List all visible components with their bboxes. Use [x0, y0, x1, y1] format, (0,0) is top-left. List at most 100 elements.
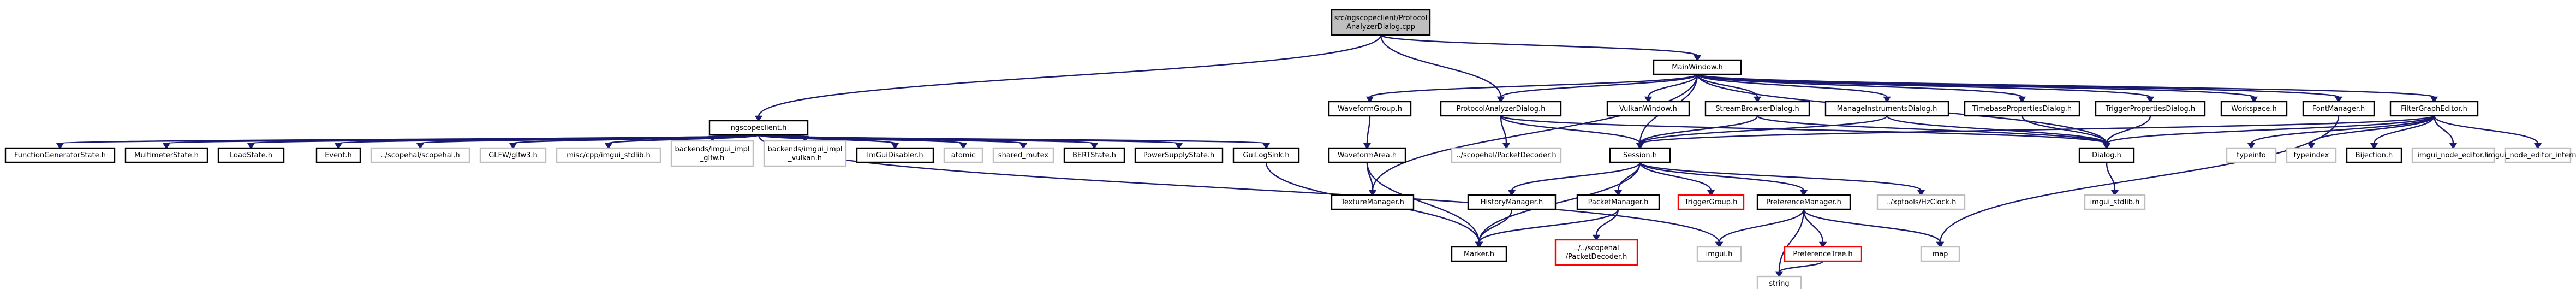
- node-bertstate[interactable]: BERTState.h: [1063, 147, 1125, 163]
- edge-line: [1939, 115, 2340, 243]
- edge-arrowhead: [1614, 190, 1623, 197]
- edge-line: [1639, 115, 1758, 144]
- edge-line: [758, 34, 1382, 117]
- node-label: ../xptools/HzClock.h: [1886, 198, 1957, 207]
- edge-arrowhead: [1365, 96, 1374, 103]
- edge-arrowhead: [2449, 143, 2458, 150]
- node-box: [479, 147, 547, 163]
- node-box: [1606, 101, 1690, 117]
- node-box: [1328, 101, 1412, 117]
- node-guilogsink[interactable]: GuiLogSink.h: [1232, 147, 1300, 163]
- node-event[interactable]: Event.h: [315, 147, 361, 163]
- edge-line: [2106, 115, 2151, 144]
- node-imguidisabler[interactable]: ImGuiDisabler.h: [856, 147, 934, 163]
- node-imgui_stdlib: imgui_stdlib.h: [2084, 194, 2146, 210]
- node-waveformarea[interactable]: WaveformArea.h: [1328, 147, 1406, 163]
- node-preftree[interactable]: PreferenceTree.h: [1784, 246, 1862, 262]
- node-mmstate[interactable]: MultimeterState.h: [124, 147, 208, 163]
- edge-arrowhead: [2430, 96, 2438, 103]
- node-mainwindow[interactable]: MainWindow.h: [1653, 59, 1742, 75]
- edge-arrowhead: [2334, 96, 2343, 103]
- node-string: string: [1756, 275, 1802, 289]
- node-manageinstruments[interactable]: ManageInstrumentsDialog.h: [1824, 101, 1949, 117]
- node-box: [708, 120, 809, 136]
- node-box: [1467, 194, 1557, 210]
- node-box: [556, 147, 661, 163]
- node-bijection[interactable]: Bijection.h: [2346, 147, 2402, 163]
- edge-arrowhead: [1775, 271, 1784, 278]
- edge-arrowhead: [1707, 190, 1715, 197]
- edge-line: [1639, 162, 1712, 191]
- node-texturemgr[interactable]: TextureManager.h: [1331, 194, 1415, 210]
- node-label: src/ngscopeclient/Protocol: [1334, 14, 1427, 22]
- node-pad_h[interactable]: ProtocolAnalyzerDialog.h: [1440, 101, 1562, 117]
- edge-arrowhead: [1917, 190, 1925, 197]
- node-filtergrapheditor[interactable]: FilterGraphEditor.h: [2389, 101, 2479, 117]
- edge-session-to-triggergroup: [1639, 162, 1715, 197]
- edge-arrowhead: [1507, 190, 1516, 197]
- node-vulkanwindow[interactable]: VulkanWindow.h: [1606, 101, 1690, 117]
- edge-arrowhead: [2018, 96, 2026, 103]
- edge-waveformgroup-to-waveformarea: [1363, 115, 1372, 150]
- edge-arrowhead: [1502, 143, 1511, 150]
- node-label: ProtocolAnalyzerDialog.h: [1457, 105, 1546, 113]
- node-dialog[interactable]: Dialog.h: [2078, 147, 2135, 163]
- node-marker[interactable]: Marker.h: [1451, 246, 1507, 262]
- edge-session-to-prefmgr: [1639, 162, 1808, 197]
- node-pd2[interactable]: ../../scopehal/PacketDecoder.h: [1554, 239, 1638, 266]
- node-label: Workspace.h: [2231, 105, 2276, 113]
- edge-streambrowser-to-session: [1636, 115, 1758, 150]
- node-fgstate[interactable]: FunctionGeneratorState.h: [4, 147, 116, 163]
- node-label: imgui_node_editor_internal.h: [2486, 151, 2576, 160]
- edge-line: [1478, 209, 1513, 243]
- node-session[interactable]: Session.h: [1609, 147, 1671, 163]
- node-box: [2220, 101, 2288, 117]
- edge-arrowhead: [1644, 96, 1653, 103]
- node-psustate[interactable]: PowerSupplyState.h: [1134, 147, 1224, 163]
- node-triggerprops[interactable]: TriggerPropertiesDialog.h: [2095, 101, 2206, 117]
- node-triggergroup[interactable]: TriggerGroup.h: [1677, 194, 1745, 210]
- edge-line: [2106, 162, 2116, 191]
- node-timebaseprops[interactable]: TimebasePropertiesDialog.h: [1964, 101, 2080, 117]
- node-prefmgr[interactable]: PreferenceManager.h: [1756, 194, 1851, 210]
- node-box: [2411, 147, 2495, 163]
- edge-line: [1369, 73, 1698, 98]
- edge-line: [2433, 115, 2539, 144]
- edge-mainwindow-to-filtergrapheditor: [1696, 73, 2438, 103]
- node-streambrowser[interactable]: StreamBrowserDialog.h: [1704, 101, 1810, 117]
- edge-arrowhead: [1799, 190, 1808, 197]
- node-label: PacketManager.h: [1588, 198, 1649, 207]
- edge-line: [2433, 115, 2454, 144]
- node-shared_mutex: shared_mutex: [992, 147, 1054, 163]
- node-root[interactable]: src/ngscopeclient/ProtocolAnalyzerDialog…: [1331, 9, 1431, 36]
- edge-line: [1803, 209, 1824, 243]
- edge-prefmgr-to-preftree: [1803, 209, 1827, 249]
- node-atomic: atomic: [943, 147, 983, 163]
- node-label: string: [1769, 280, 1789, 288]
- node-label: MainWindow.h: [1672, 63, 1722, 72]
- edge-line: [758, 134, 1267, 145]
- node-historymgr[interactable]: HistoryManager.h: [1467, 194, 1557, 210]
- node-label: ../scopehal/scopehal.h: [380, 151, 460, 160]
- node-map: map: [1920, 246, 1960, 262]
- edge-line: [1639, 162, 1805, 191]
- edge-line: [1696, 73, 2255, 98]
- node-label: atomic: [951, 151, 975, 160]
- node-workspace[interactable]: Workspace.h: [2220, 101, 2288, 117]
- node-label: VulkanWindow.h: [1619, 105, 1677, 113]
- node-bk_glfw: backends/imgui_impl_glfw.h: [670, 140, 754, 167]
- edge-line: [1366, 162, 1480, 243]
- node-packetmgr[interactable]: PacketManager.h: [1576, 194, 1660, 210]
- node-box: [1063, 147, 1125, 163]
- edge-arrowhead: [604, 143, 613, 150]
- node-waveformgroup[interactable]: WaveformGroup.h: [1328, 101, 1412, 117]
- edge-mainwindow-to-vulkanwindow: [1644, 74, 1698, 103]
- node-fontmanager[interactable]: FontManager.h: [2302, 101, 2375, 117]
- node-label: FontManager.h: [2312, 105, 2365, 113]
- node-label: Event.h: [325, 151, 352, 160]
- node-label: Session.h: [1623, 151, 1657, 160]
- node-box: [1451, 246, 1507, 262]
- node-loadstate[interactable]: LoadState.h: [217, 147, 285, 163]
- node-ngscopeclient[interactable]: ngscopeclient.h: [708, 120, 809, 136]
- edge-line: [1803, 209, 1941, 243]
